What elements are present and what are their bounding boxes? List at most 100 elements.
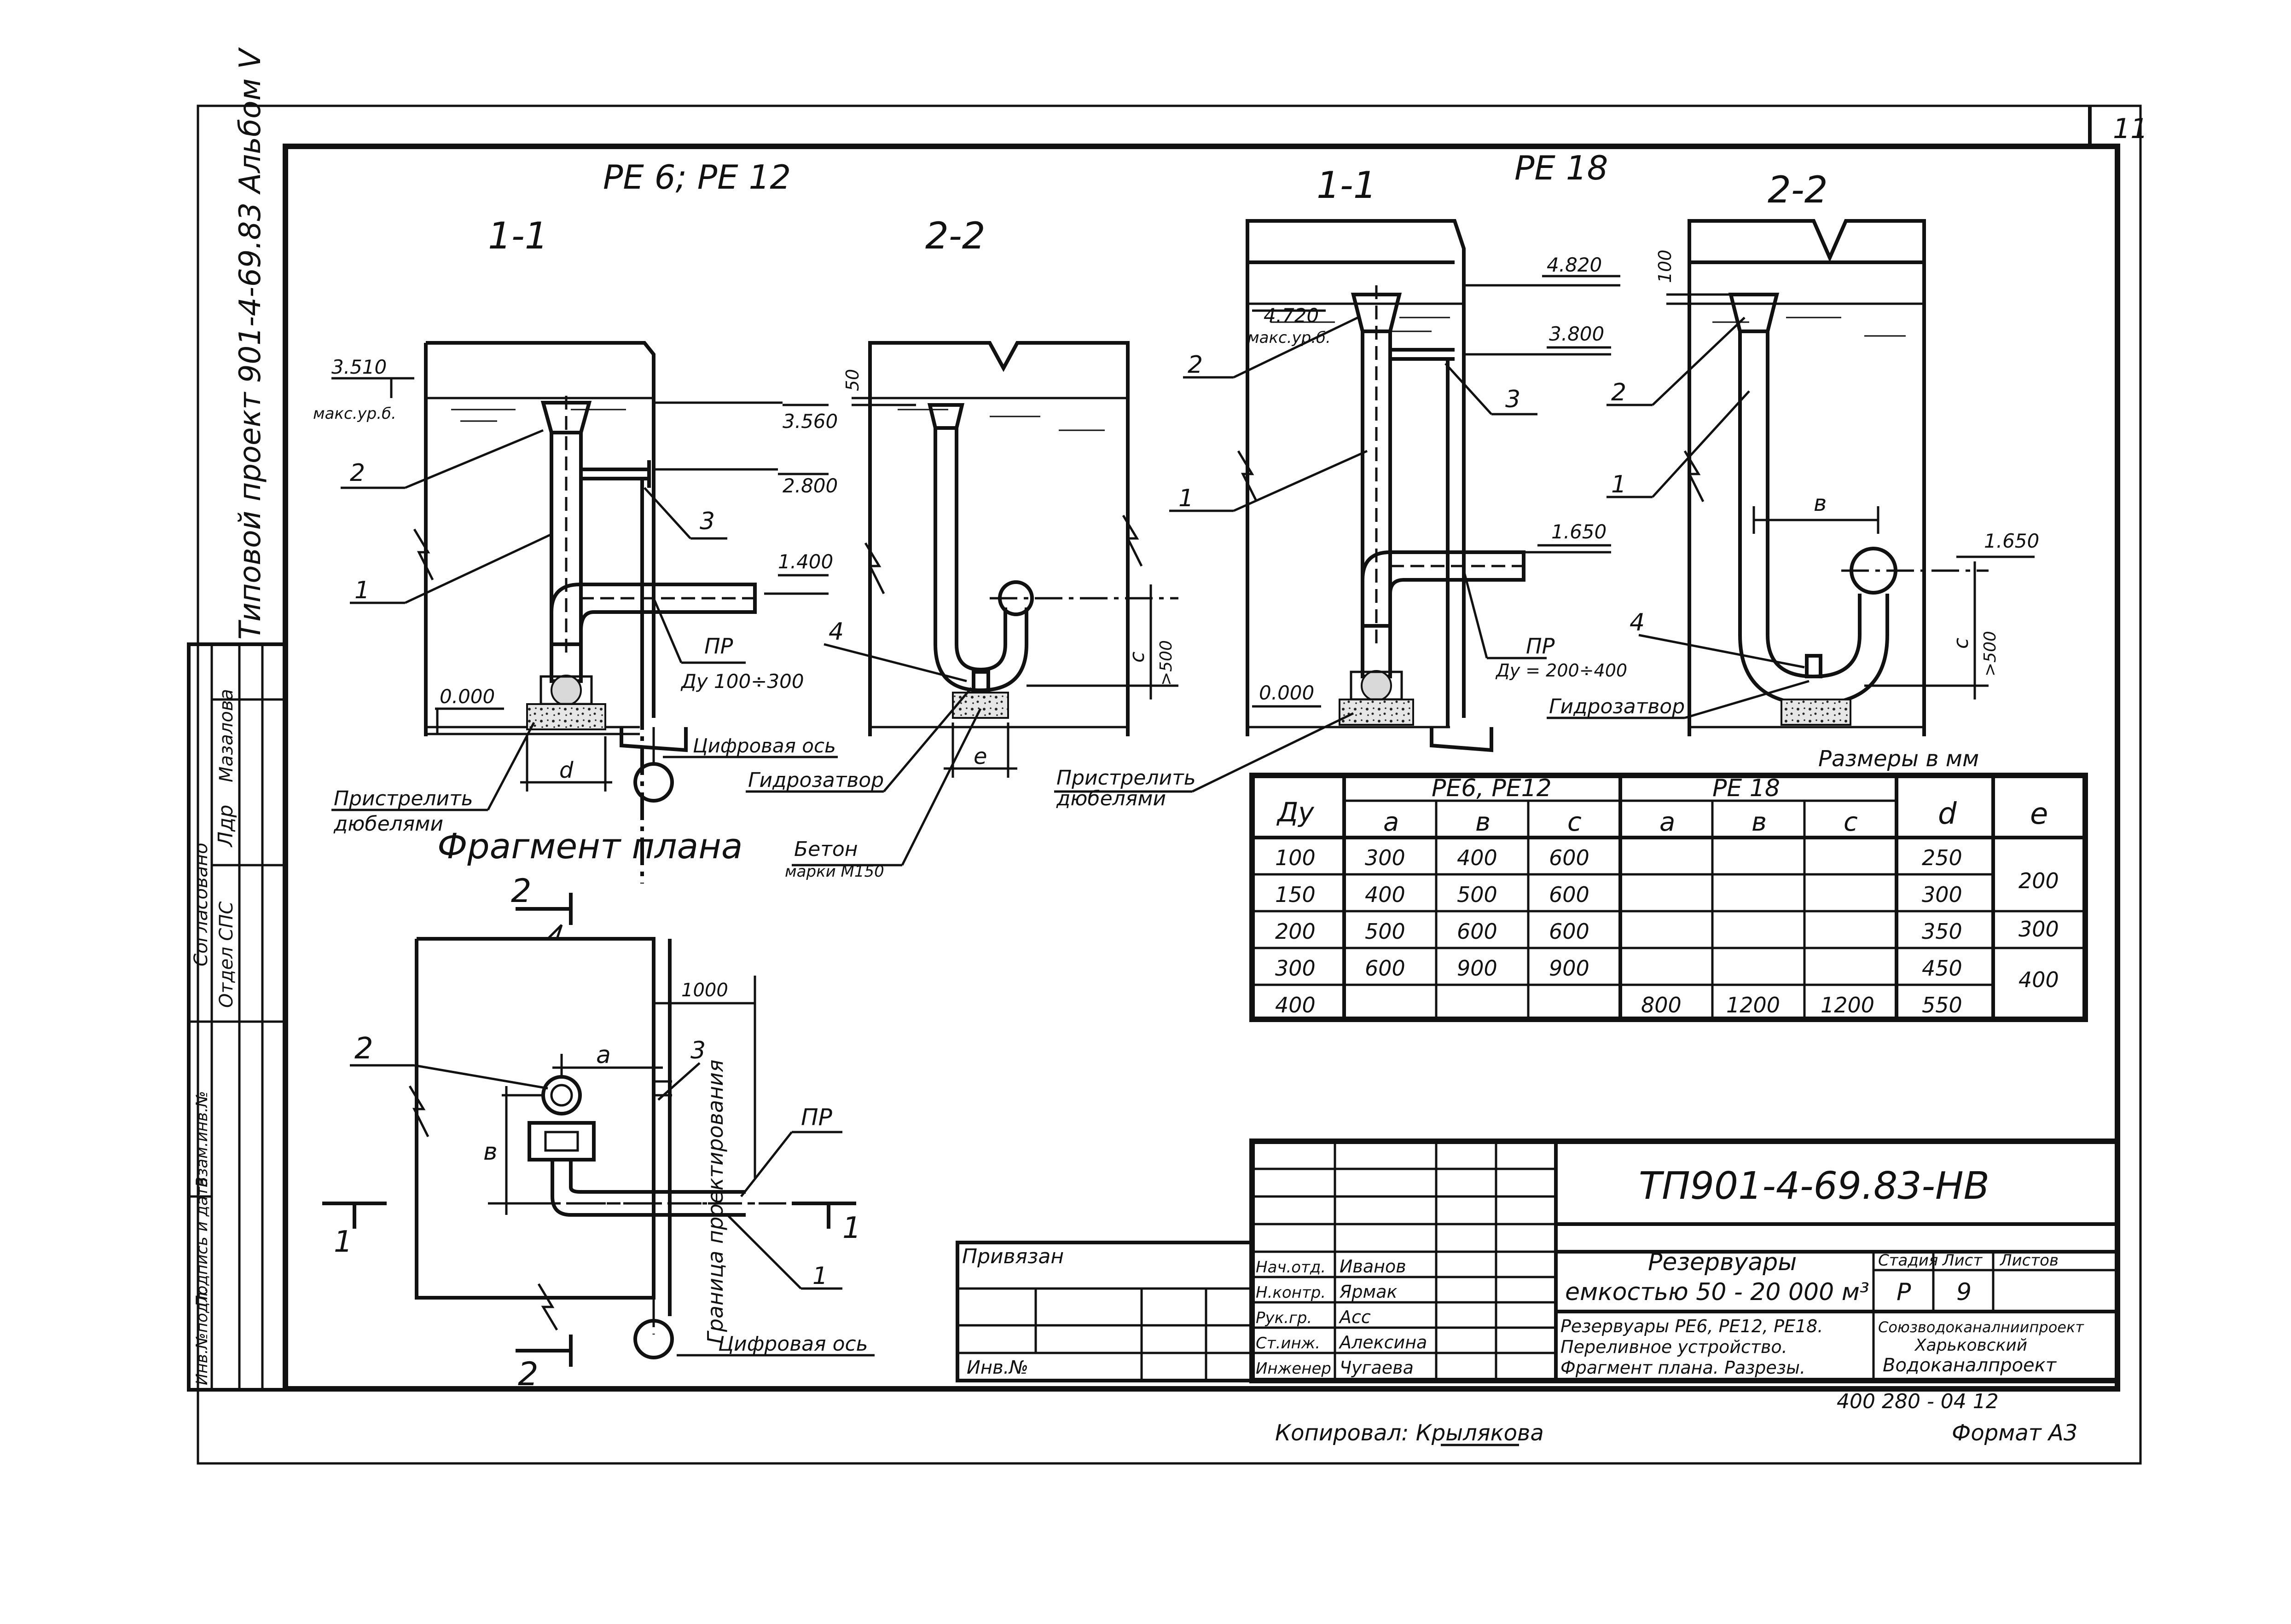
tb-role: Рук.гр. <box>1256 1309 1312 1327</box>
tb-sheet-h: Лист <box>1942 1251 1983 1270</box>
left-sec11-lbl2: 2 <box>350 459 365 487</box>
tb-sheets-h: Листов <box>1999 1251 2059 1270</box>
sheet-corner-number: 11 <box>2113 113 2148 145</box>
right-sec11-lbl2: 2 <box>1188 351 1203 379</box>
tb-org2: Харьковский <box>1914 1336 2027 1355</box>
tb-title2: емкостью 50 - 20 000 м³ <box>1565 1278 1869 1306</box>
table-h-c2: c <box>1844 807 1858 837</box>
right-sec22-title: 2-2 <box>1768 168 1828 211</box>
table-h-e: e <box>2030 797 2048 831</box>
tb-name: Асс <box>1338 1307 1371 1327</box>
left-sec22-gidro: Гидрозатвор <box>748 769 884 792</box>
table-h-d: d <box>1938 797 1957 831</box>
table-cell-d: 250 <box>1922 845 1962 870</box>
left-sec22-beton2: марки М150 <box>785 862 884 881</box>
table-cell-du: 100 <box>1275 845 1316 870</box>
table-cell-d: 550 <box>1922 993 1962 1017</box>
left-sec22-beton1: Бетон <box>794 838 858 861</box>
right-sec11-lvl-3800: 3.800 <box>1549 323 1604 345</box>
plan-dim-b: в <box>483 1138 498 1166</box>
table-cell-b1: 900 <box>1457 956 1497 981</box>
table-cell-du: 150 <box>1275 882 1316 907</box>
table-cell-du: 300 <box>1275 956 1316 981</box>
tb-name: Ярмак <box>1339 1282 1397 1302</box>
side-stamp-col1: Взам.инв.№ <box>193 1091 211 1187</box>
right-sec11-lvl0: 0.000 <box>1259 682 1314 704</box>
right-sec22-dim100: 100 <box>1655 249 1675 283</box>
right-sec22-dim-500: >500 <box>1981 631 2000 676</box>
table-cell-a2: 800 <box>1641 993 1682 1017</box>
side-stamp: Типовой проект 901-4-69.83 Альбом V Согл… <box>187 47 287 1392</box>
table-cell-c1: 900 <box>1549 956 1589 981</box>
tb-privyazan: Привязан <box>962 1245 1064 1268</box>
tb-role: Инженер <box>1256 1359 1331 1378</box>
table-cell-a1: 500 <box>1365 919 1405 944</box>
right-sec22-lvl-1650: 1.650 <box>1984 530 2039 552</box>
right-sec11-du: Ду = 200÷400 <box>1495 660 1627 681</box>
left-sec11-axis-note: Цифровая ось <box>693 734 836 757</box>
right-sec22-dim-b: в <box>1814 491 1827 516</box>
table-cell-a1: 600 <box>1365 956 1405 981</box>
table-cell-b1: 500 <box>1457 882 1497 907</box>
left-sec11-dim-d: d <box>559 757 574 783</box>
left-sec11-lbl1: 1 <box>354 577 370 604</box>
plan-pr: ПР <box>801 1104 833 1131</box>
tb-code: ТП901-4-69.83-НВ <box>1639 1164 1989 1208</box>
plan-dim-1000: 1000 <box>681 980 728 1001</box>
plan-title: Фрагмент плана <box>437 826 742 867</box>
right-sec11-fix2: дюбелями <box>1056 787 1166 810</box>
tb-inv: Инв.№ <box>967 1357 1028 1378</box>
plan-lbl2: 2 <box>354 1032 373 1066</box>
table-cell-du: 400 <box>1275 993 1316 1017</box>
plan-boundary: Граница проектирования <box>703 1059 728 1344</box>
side-stamp-agreed: Согласовано <box>191 843 212 966</box>
left-sec11-lvl-1400: 1.400 <box>778 550 833 573</box>
tb-copied: Копировал: Крылякова <box>1275 1420 1544 1446</box>
left-sec22-dim-c: c <box>1125 652 1149 663</box>
table-cell-c1: 600 <box>1549 882 1589 907</box>
tb-org1: Союзводоканалниипроект <box>1878 1318 2084 1336</box>
tb-role: Нач.отд. <box>1256 1258 1326 1277</box>
table-cell-d: 300 <box>1922 882 1962 907</box>
tb-bottom-code: 400 280 - 04 12 <box>1837 1390 1999 1413</box>
title-block: ТП901-4-69.83-НВ Привязан Инв.№ Нач.отд.… <box>956 1139 2120 1446</box>
tb-role: Ст.инж. <box>1256 1334 1320 1352</box>
table-cell-b1: 400 <box>1457 845 1497 870</box>
right-sec11-gidro: Гидрозатвор <box>1549 695 1685 718</box>
left-sec11-fix1: Пристрелить <box>334 787 473 810</box>
tb-desc1: Резервуары РЕ6, РЕ12, РЕ18. <box>1560 1316 1823 1336</box>
table-cell-c1: 600 <box>1549 919 1589 944</box>
right-sec22-dim-c: c <box>1949 638 1973 649</box>
table-cell-a1: 400 <box>1365 882 1405 907</box>
right-section-1-1: 1-1 0.000 4.820 4.720 макс.ур.б. <box>1054 164 1627 810</box>
right-sec11-lvl-4720: 4.720 <box>1264 304 1319 327</box>
right-sec11-lvl-4820: 4.820 <box>1547 254 1602 276</box>
tb-format: Формат А3 <box>1952 1420 2077 1446</box>
table-cell-b1: 600 <box>1457 919 1497 944</box>
table-h-grp1: РЕ6, РЕ12 <box>1432 774 1552 802</box>
right-group-header: РЕ 18 <box>1514 149 1608 187</box>
tb-name: Алексина <box>1338 1332 1427 1352</box>
tb-sheet: 9 <box>1956 1278 1972 1306</box>
left-group-header: РЕ 6; РЕ 12 <box>603 158 791 196</box>
table-h-grp2: РЕ 18 <box>1712 774 1780 802</box>
left-sec22-dim-500: >500 <box>1157 640 1176 686</box>
side-stamp-sign: Лдр <box>214 805 238 848</box>
right-sec22-lbl2: 2 <box>1611 379 1626 406</box>
right-sec11-fix1: Пристрелить <box>1056 766 1196 790</box>
side-stamp-col2: Подпись и дата <box>193 1177 211 1307</box>
left-sec11-pr: ПР <box>704 634 733 659</box>
left-sec11-lvl-top: 3.510 <box>331 356 387 378</box>
table-e-1: 200 <box>2018 868 2059 893</box>
tb-desc2: Переливное устройство. <box>1560 1337 1787 1357</box>
table-h-a1: a <box>1383 807 1399 837</box>
right-sec22-lbl4: 4 <box>1630 609 1645 636</box>
plan-cut2-top: 2 <box>511 872 532 910</box>
table-h-du: Ду <box>1276 797 1314 828</box>
table-h-b2: в <box>1752 807 1767 837</box>
plan-axis-note: Цифровая ось <box>718 1332 868 1356</box>
plan-cut2-bottom: 2 <box>518 1355 539 1393</box>
right-sec11-title: 1-1 <box>1317 164 1377 207</box>
plan-cut1-left: 1 <box>334 1225 353 1259</box>
